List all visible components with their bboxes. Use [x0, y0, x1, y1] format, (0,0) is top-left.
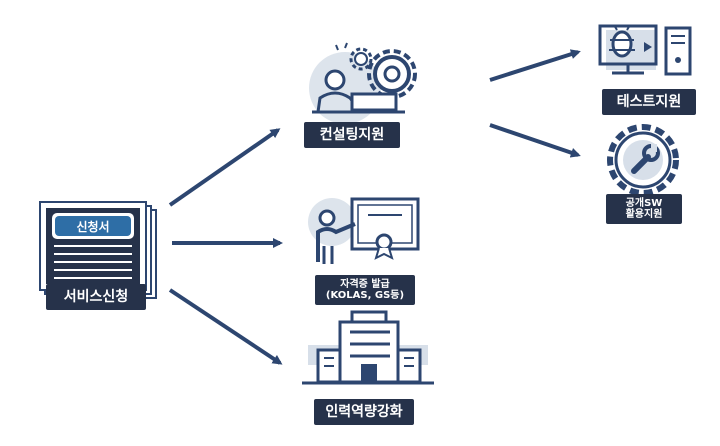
application-form-title: 신청서: [76, 220, 110, 234]
certification-text-line1: 자격증 발급: [340, 278, 390, 290]
opensw-text-line2: 활용지원: [625, 209, 663, 220]
application-form-icon: [39, 201, 157, 299]
building-icon: [302, 310, 434, 385]
consulting-label: 컨설팅지원: [304, 122, 400, 148]
arrow-to-test-support: [489, 49, 581, 82]
bug-computer-icon: [598, 24, 692, 76]
certification-text-line2: (KOLAS, GS등): [325, 290, 405, 301]
service-request-label: 서비스신청: [46, 284, 146, 310]
workforce-label: 인력역량강화: [314, 399, 414, 425]
certificate-presenter-icon: [308, 197, 420, 264]
workforce-text: 인력역량강화: [325, 403, 403, 420]
presenter-gear-icon: [309, 42, 417, 124]
arrow-to-opensw: [489, 123, 581, 158]
arrow-to-consulting: [168, 128, 281, 207]
service-request-text: 서비스신청: [63, 288, 129, 305]
opensw-text-line1: 공개SW: [625, 197, 663, 209]
certification-label: 자격증 발급 (KOLAS, GS등): [315, 275, 415, 305]
consulting-text: 컨설팅지원: [319, 126, 385, 143]
wrench-gear-icon: [607, 124, 679, 196]
arrow-to-workforce: [168, 288, 283, 365]
test-support-text: 테스트지원: [616, 93, 682, 110]
opensw-label: 공개SW 활용지원: [606, 194, 682, 224]
test-support-label: 테스트지원: [602, 89, 696, 115]
